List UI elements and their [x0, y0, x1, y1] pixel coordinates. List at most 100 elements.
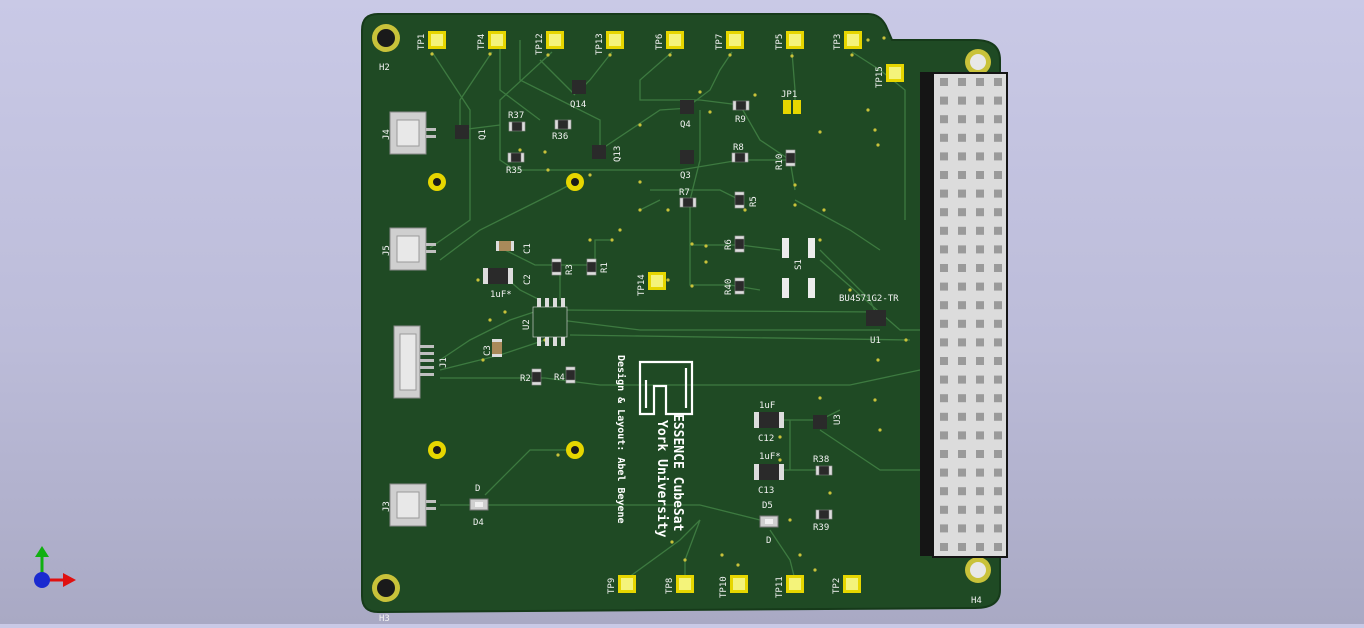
label-r3: R3	[565, 264, 575, 275]
header-pin	[958, 264, 966, 272]
label-tp6: TP6	[655, 34, 665, 50]
mounting-hole-h2: H2	[372, 24, 400, 73]
resistor-r6: R6	[724, 235, 745, 253]
label-u1: U1	[870, 336, 881, 346]
resistors: R37 R36 R35 R9 R8 R10 R7 R5 R6 R40 R3 R1…	[506, 100, 833, 533]
test-point-tp9: TP9	[607, 575, 636, 594]
mounting-hole-h3: H3	[372, 574, 400, 624]
label-r9: R9	[735, 115, 746, 125]
test-point-tp5: TP5	[775, 31, 804, 50]
label-r5: R5	[749, 196, 759, 207]
connector-j1: J1	[393, 325, 449, 399]
header-pin	[994, 245, 1002, 254]
label-h3: H3	[379, 614, 390, 624]
header-pin	[994, 171, 1002, 179]
header-pin	[994, 319, 1002, 328]
header-pin	[976, 431, 984, 440]
label-j3: J3	[382, 501, 392, 512]
header-pin	[940, 487, 948, 496]
header-pin	[976, 171, 984, 179]
header-pin	[958, 468, 966, 477]
label-tp4: TP4	[477, 34, 487, 50]
header-pin	[940, 208, 948, 217]
capacitor-c12: 1uF C12	[754, 401, 784, 444]
diode-d5: D5 D	[759, 501, 779, 546]
annular-pads	[428, 173, 584, 459]
label-r35: R35	[506, 166, 522, 176]
test-points: TP1 TP4 TP12 TP13 TP6 TP7 TP5 TP3 TP15 T…	[417, 31, 904, 598]
header-pin	[940, 450, 948, 458]
axis-y-arrow	[35, 546, 49, 557]
transistor-q3: Q3	[680, 150, 694, 181]
header-pin	[976, 208, 984, 217]
header-pin	[940, 524, 948, 533]
header-pin	[976, 96, 984, 105]
header-pin	[940, 171, 948, 179]
header-pin	[976, 78, 984, 86]
header-pin	[994, 468, 1002, 477]
axis-z-dot	[34, 572, 50, 588]
header-pin	[940, 394, 948, 403]
header-pin	[976, 115, 984, 124]
resistor-r38: R38	[813, 455, 833, 476]
label-tp1: TP1	[417, 34, 427, 50]
header-pin	[976, 189, 984, 198]
label-d5: D5	[762, 501, 773, 511]
resistor-r39: R39	[813, 509, 833, 533]
label-q14: Q14	[570, 100, 586, 110]
switch-s1: S1	[782, 238, 815, 298]
resistor-r36: R36	[552, 119, 572, 142]
label-q3: Q3	[680, 171, 691, 181]
header-pin	[994, 189, 1002, 198]
header-pin	[958, 543, 966, 551]
label-jp1: JP1	[781, 90, 797, 100]
label-r2: R2	[520, 374, 531, 384]
header-pin	[940, 357, 948, 365]
label-q4: Q4	[680, 120, 691, 130]
test-point-tp12: TP12	[535, 31, 564, 55]
header-pin	[994, 505, 1002, 514]
header-pin	[976, 226, 984, 235]
capacitor-c3: C3	[483, 339, 502, 357]
label-tp15: TP15	[875, 66, 885, 88]
resistor-r3: R3	[551, 258, 575, 276]
label-q13: Q13	[613, 146, 623, 162]
label-tp12: TP12	[535, 33, 545, 55]
header-pin	[994, 96, 1002, 105]
label-tp10: TP10	[719, 576, 729, 598]
label-tp2: TP2	[832, 578, 842, 594]
resistor-r40: R40	[724, 277, 745, 295]
label-r38: R38	[813, 455, 829, 465]
label-tp11: TP11	[775, 576, 785, 598]
header-pin	[958, 319, 966, 328]
header-pin	[994, 226, 1002, 235]
capacitor-c2: C2 1uF*	[483, 268, 533, 300]
label-d4: D4	[473, 518, 484, 528]
board-title: ESSENCE CubeSat	[670, 414, 685, 531]
header-pin	[958, 301, 966, 310]
header-pin	[958, 96, 966, 105]
header-pin	[958, 282, 966, 291]
header-pin	[976, 468, 984, 477]
label-tp8: TP8	[665, 578, 675, 594]
label-tp3: TP3	[833, 34, 843, 50]
label-tp5: TP5	[775, 34, 785, 50]
header-pin	[940, 96, 948, 105]
label-r1: R1	[600, 262, 610, 273]
header-pin	[940, 133, 948, 142]
capacitor-c1: C1	[496, 241, 533, 254]
header-pin	[940, 264, 948, 272]
label-c13: C13	[758, 486, 774, 496]
copper-tracks	[429, 40, 921, 581]
test-point-tp15: TP15	[875, 64, 904, 88]
header-pin	[976, 301, 984, 310]
label-tp9: TP9	[607, 578, 617, 594]
label-c1: C1	[523, 243, 533, 254]
header-pin	[940, 226, 948, 235]
label-c2: C2	[523, 274, 533, 285]
header-pin	[958, 450, 966, 458]
resistor-r1: R1	[586, 258, 610, 276]
header-pin	[958, 524, 966, 533]
